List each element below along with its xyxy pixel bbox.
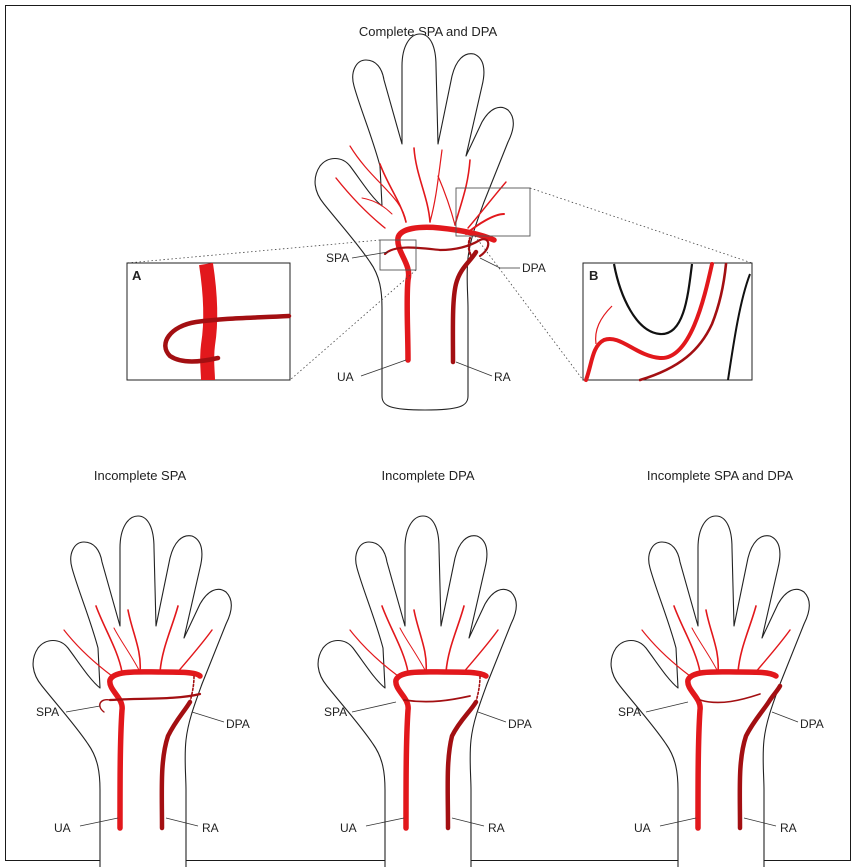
p2-label-dpa: DPA [508, 717, 532, 731]
inset-a-letter: A [132, 268, 142, 283]
panel-title-p2: Incomplete DPA [382, 468, 475, 483]
p1-label-dpa: DPA [226, 717, 250, 731]
p2-label-ua: UA [340, 821, 357, 835]
main-label-ra: RA [494, 370, 511, 384]
inset-b: B [583, 263, 752, 380]
p3-label-ua: UA [634, 821, 651, 835]
hand-p2 [318, 516, 516, 867]
hand-p3 [611, 516, 809, 867]
main-label-ua: UA [337, 370, 354, 384]
p3-label-ra: RA [780, 821, 797, 835]
p1-label-ua: UA [54, 821, 71, 835]
p2-label-spa: SPA [324, 705, 347, 719]
panel-title-p3: Incomplete SPA and DPA [647, 468, 794, 483]
main-label-dpa: DPA [522, 261, 546, 275]
p3-label-dpa: DPA [800, 717, 824, 731]
inset-b-letter: B [589, 268, 598, 283]
inset-a: A [127, 263, 290, 380]
p1-label-spa: SPA [36, 705, 59, 719]
p3-label-spa: SPA [618, 705, 641, 719]
p2-label-ra: RA [488, 821, 505, 835]
main-label-spa: SPA [326, 251, 349, 265]
p1-label-ra: RA [202, 821, 219, 835]
hand-p1 [33, 516, 231, 867]
panel-title-p1: Incomplete SPA [94, 468, 187, 483]
